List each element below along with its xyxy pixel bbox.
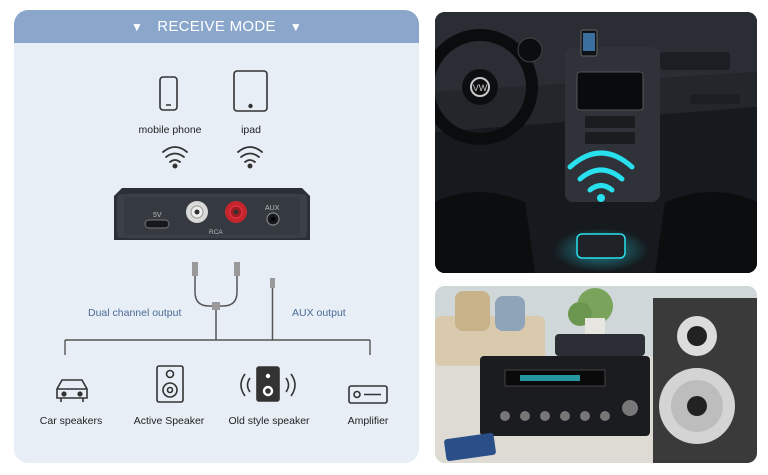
signal-icon [237,146,263,169]
speaker-icon [156,365,184,403]
triangle-down-icon: ▼ [131,19,144,34]
port-label-aux: AUX [265,205,280,212]
car-icon [56,379,88,402]
old-speaker-icon [240,366,296,402]
receive-mode-banner: ▼ RECEIVE MODE ▼ [14,10,419,43]
dual-channel-output-label: Dual channel output [88,307,182,319]
output-bracket [64,339,371,355]
steering-wheel [435,29,538,145]
dest-label-amplifier: Amplifier [347,415,389,427]
diagram-graphics [56,70,388,404]
aux-output-label: AUX output [292,307,346,319]
source-label-mobile-phone: mobile phone [138,124,202,136]
smartphone-icon [159,76,178,111]
triangle-down-icon: ▼ [289,19,302,34]
dest-label-active-speaker: Active Speaker [133,415,205,427]
rca-cables [192,262,275,340]
receive-mode-panel: ▼ RECEIVE MODE ▼ [14,10,419,463]
source-label-ipad: ipad [241,124,261,136]
wifi-glow-icon [567,150,635,193]
living-room-photo [435,286,757,463]
dest-label-old-style-speaker: Old style speaker [228,415,310,427]
signal-icon [162,146,188,169]
dest-label-car-speakers: Car speakers [39,415,103,427]
banner-title: RECEIVE MODE [157,18,276,35]
amplifier-icon [348,385,388,404]
tablet-icon [233,70,268,112]
car-interior-photo: VW [435,12,757,273]
car-logo: VW [473,83,488,93]
car-interior-illustration: VW [435,12,757,273]
living-room-illustration [435,286,757,463]
port-label-power: 5V [153,212,162,219]
port-label-rca: RCA [209,229,223,236]
bluetooth-receiver-device [114,188,310,240]
